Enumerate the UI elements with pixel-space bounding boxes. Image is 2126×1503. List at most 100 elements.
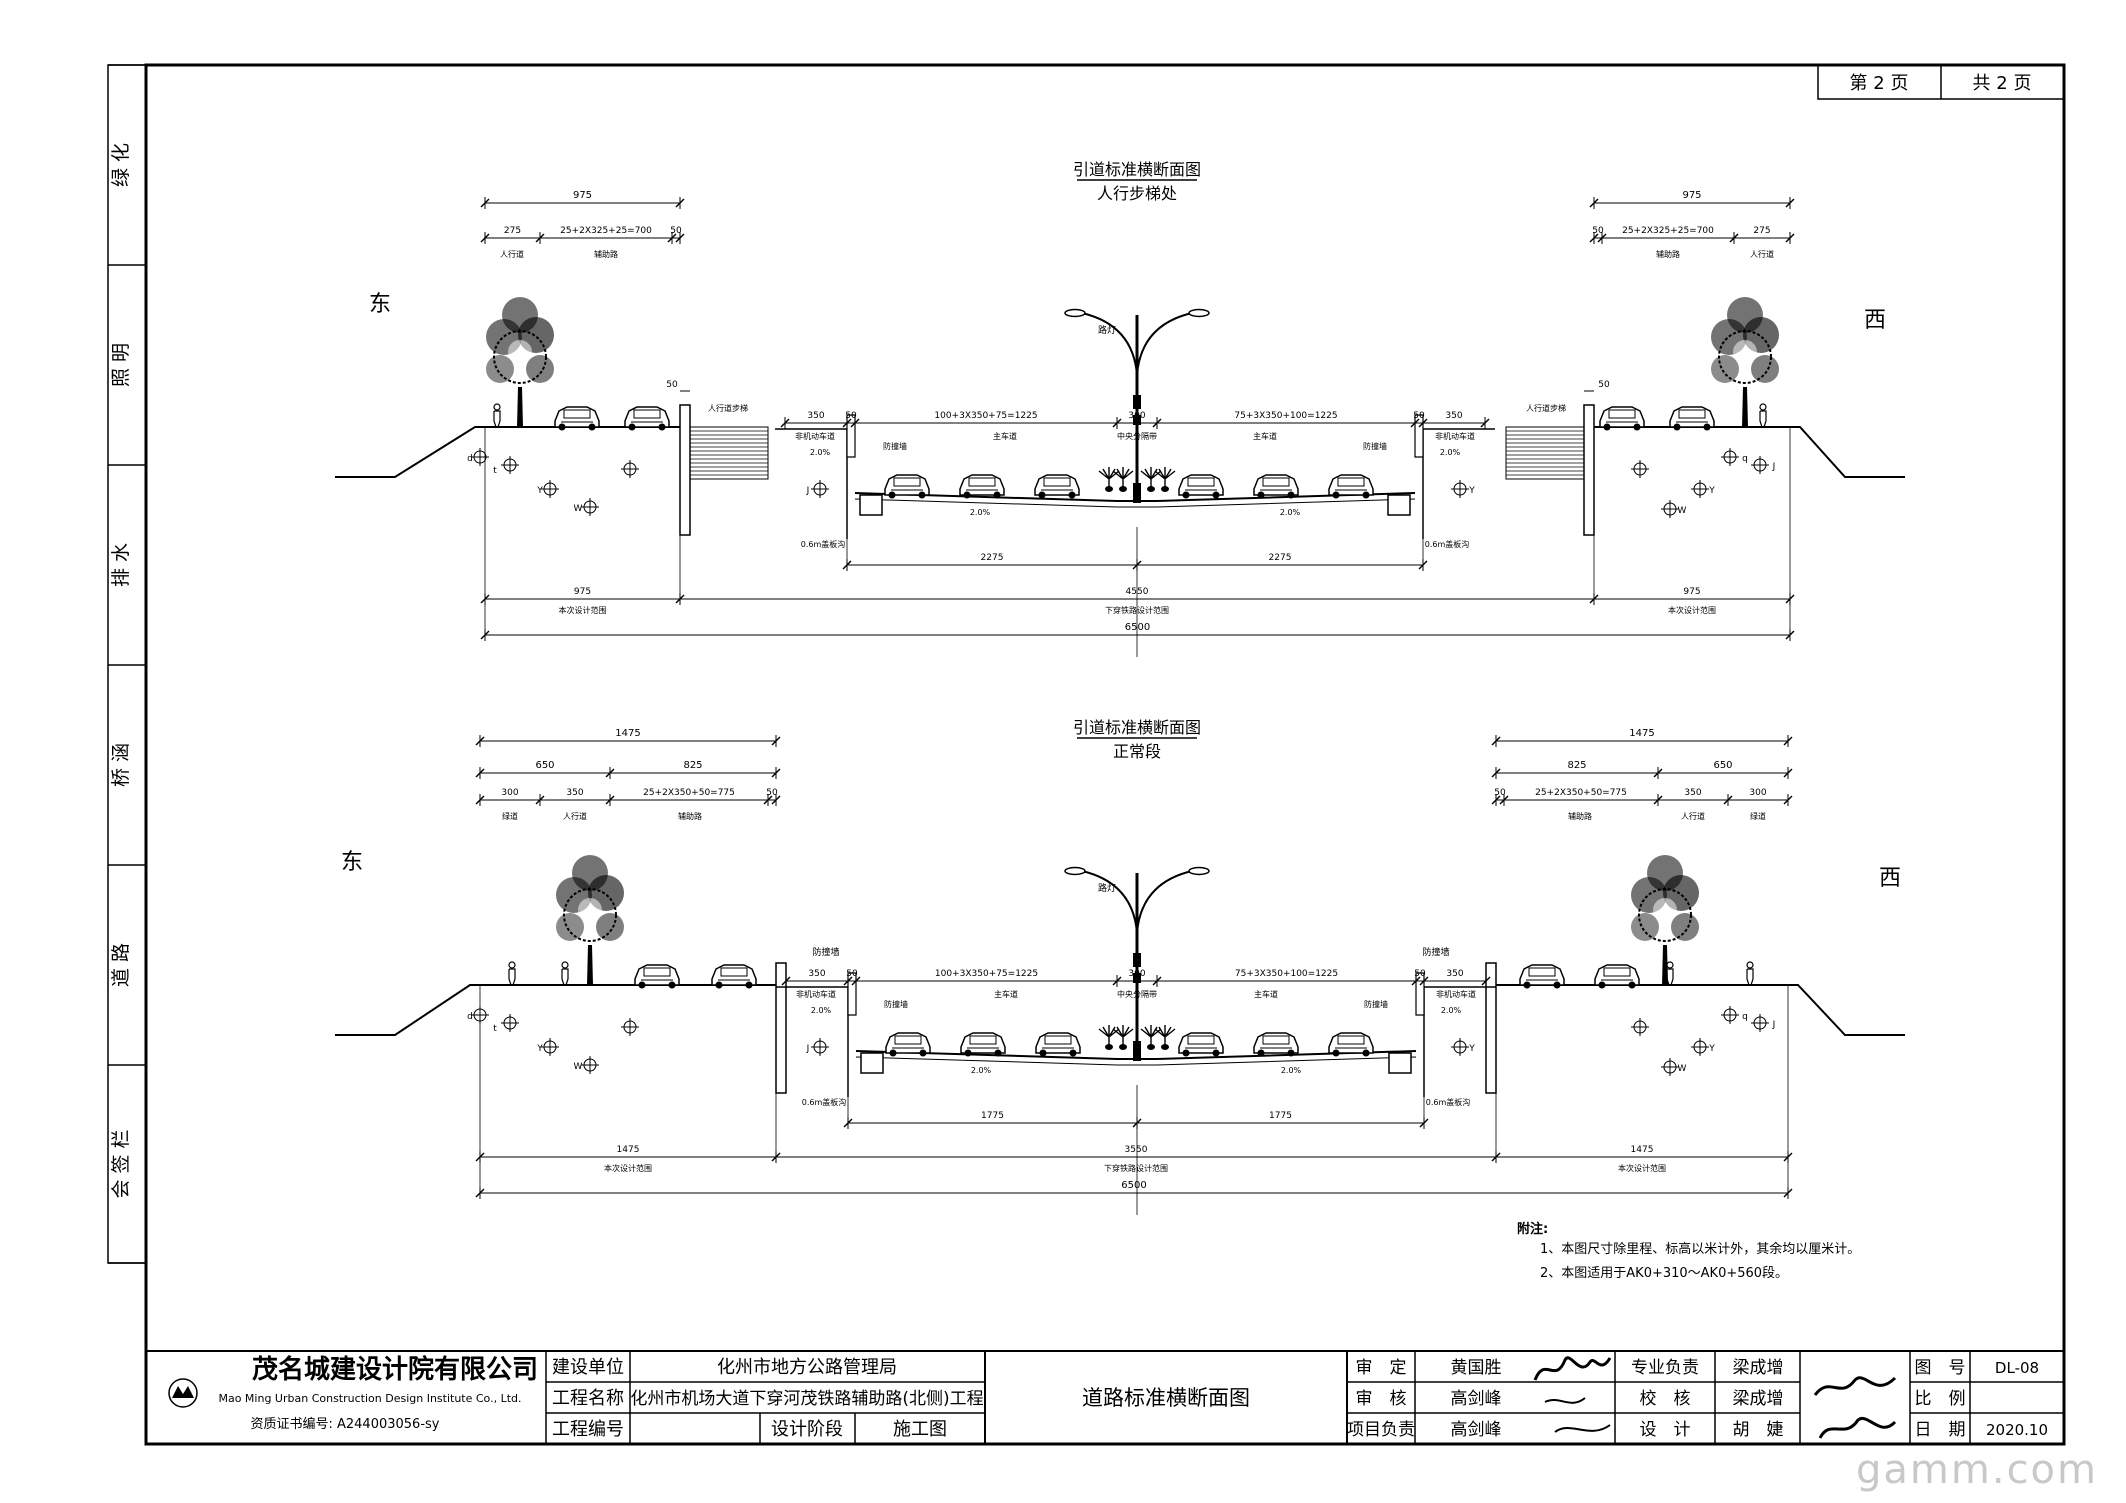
survey-letter: t (493, 1024, 497, 1034)
survey-mark-icon (500, 1013, 520, 1033)
street-lamp-icon (1063, 308, 1211, 499)
survey-mark-icon (1750, 1013, 1770, 1033)
svg-text:校 核: 校 核 (1640, 1389, 1691, 1409)
drain-right (1388, 1052, 1412, 1074)
dim-label: 75+3X350+100=1225 (1235, 969, 1338, 979)
lane-label: 防撞墙 (883, 441, 907, 451)
company-logo (168, 1378, 198, 1408)
car-icon (624, 406, 670, 432)
survey-mark-icon (1690, 479, 1710, 499)
left-strip-labels: 绿 化照 明排 水桥 涵道 路会 签 栏 (110, 143, 132, 1199)
left-strip-label: 会 签 栏 (110, 1129, 132, 1198)
car-icon (1178, 474, 1224, 500)
section-subtitle: 人行步梯处 (1097, 184, 1177, 203)
dim-label: 50 (846, 969, 858, 979)
svg-text:审 定: 审 定 (1356, 1358, 1407, 1378)
dim-label: 350 (1684, 788, 1701, 798)
dim-label: 人行道步梯 (708, 403, 748, 413)
drawing-number: DL-08 (1995, 1359, 2039, 1377)
shrub-icon (1112, 1024, 1134, 1051)
pedestrian-icon (508, 961, 516, 986)
shrub-icon (1154, 466, 1176, 493)
left-strip (107, 64, 147, 1264)
survey-letter: Y (536, 1044, 543, 1054)
dim-label: 650 (535, 760, 554, 771)
survey-letter: J (806, 486, 810, 496)
dim-label: 辅助路 (1656, 249, 1680, 259)
dim-label: 350 (807, 411, 824, 421)
survey-mark-icon (1450, 1037, 1470, 1057)
range-label: 本次设计范围 (1668, 605, 1716, 615)
project-manager: 高剑峰 (1451, 1420, 1502, 1440)
direction-east: 东 (369, 292, 391, 317)
survey-letter: J (1772, 1020, 1776, 1030)
svg-text:专业负责: 专业负责 (1631, 1358, 1699, 1378)
svg-text:图 号: 图 号 (1915, 1358, 1966, 1378)
direction-east: 东 (341, 850, 363, 875)
dim-label: 4550 (1126, 587, 1149, 597)
certificate-number: 资质证书编号: A244003056-sy (250, 1417, 439, 1432)
car-icon (1035, 1032, 1081, 1058)
dim-label: 50 (1494, 788, 1506, 798)
shrub-icon (1154, 1024, 1176, 1051)
pedestrian-icon (1759, 403, 1767, 428)
street-lamp-icon (1063, 866, 1211, 1057)
survey-letter: Y (1708, 486, 1715, 496)
survey-mark-icon (1630, 1017, 1650, 1037)
drawing-title: 道路标准横断面图 (1082, 1386, 1250, 1410)
survey-mark-icon (470, 447, 490, 467)
shrub-icon (1098, 466, 1120, 493)
left-strip-label: 桥 涵 (110, 743, 132, 787)
dim-label: 300 (1749, 788, 1766, 798)
page-number: 第 2 页 (1850, 73, 1909, 94)
tree-icon (1710, 296, 1780, 428)
svg-text:工程名称: 工程名称 (552, 1388, 624, 1409)
date: 2020.10 (1986, 1421, 2048, 1439)
dim-label: 650 (1713, 760, 1732, 771)
survey-letter: t (493, 466, 497, 476)
car-icon (634, 964, 680, 990)
dim-label: 防撞墙 (812, 946, 839, 958)
lane-label: 主车道 (1253, 431, 1277, 441)
reviewer: 高剑峰 (1451, 1389, 1502, 1409)
survey-letter: W (1678, 506, 1687, 516)
section-title: 引道标准横断面图 (1073, 160, 1201, 179)
dim-label: 100+3X350+75=1225 (935, 969, 1038, 979)
dim-label: 350 (566, 788, 583, 798)
left-strip-label: 照 明 (110, 343, 132, 387)
dim-label: 975 (573, 190, 592, 201)
car-icon (1328, 474, 1374, 500)
car-icon (1178, 1032, 1224, 1058)
direction-west: 西 (1879, 866, 1901, 891)
approver: 黄国胜 (1451, 1358, 1502, 1378)
shrub-icon (1140, 1024, 1162, 1051)
slope-label: 2.0% (1440, 448, 1461, 457)
dim-label: 25+2X325+25=700 (1622, 226, 1714, 236)
dim-label: 50 (1598, 380, 1610, 390)
retaining-wall-left (775, 962, 787, 1094)
dim-label: 25+2X350+50=775 (1535, 788, 1627, 798)
slope-label: 2.0% (1441, 1006, 1462, 1015)
car-icon (554, 406, 600, 432)
survey-letter: Y (1708, 1044, 1715, 1054)
tree-icon (485, 296, 555, 428)
survey-letter: J (1772, 462, 1776, 472)
stairway-right (1505, 426, 1585, 480)
survey-letter: Y (1468, 486, 1475, 496)
svg-text:审 核: 审 核 (1356, 1389, 1407, 1409)
dim-label: 275 (1753, 226, 1770, 236)
dim-label: 防撞墙 (1422, 946, 1449, 958)
car-icon (884, 474, 930, 500)
lane-label: 非机动车道 (796, 989, 836, 999)
survey-letter: d (467, 454, 473, 464)
lane-label: 非机动车道 (1436, 989, 1476, 999)
dim-label: 825 (683, 760, 702, 771)
drain-left (860, 1052, 884, 1074)
company-name-en: Mao Ming Urban Construction Design Insti… (218, 1392, 521, 1405)
shrub-icon (1140, 466, 1162, 493)
dim-label: 50 (1592, 226, 1604, 236)
pedestrian-icon (493, 403, 501, 428)
